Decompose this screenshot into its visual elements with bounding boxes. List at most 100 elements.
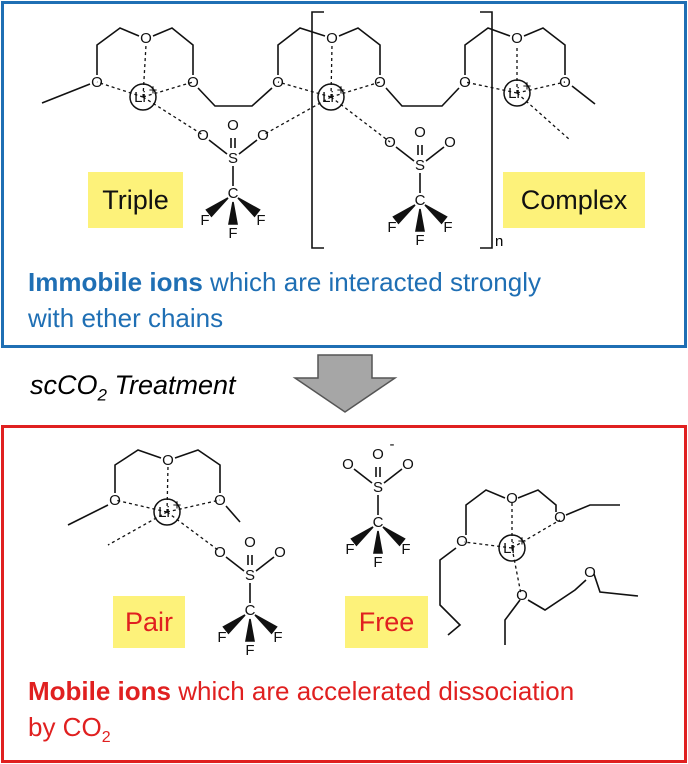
lithium-ion: Li	[158, 504, 170, 521]
treatment-text: scCO	[30, 370, 98, 400]
wedge-bond	[350, 526, 374, 547]
charge-minus: -	[390, 436, 395, 453]
carbon-atom: C	[245, 602, 256, 619]
wedge-bond	[382, 526, 406, 547]
oxygen-atom: O	[456, 533, 468, 550]
fluorine-atom: F	[387, 219, 396, 236]
charge-plus: +	[173, 497, 182, 514]
oxygen-atom: O	[214, 492, 226, 509]
bond	[383, 468, 403, 484]
wedge-bond	[205, 197, 229, 218]
bond	[238, 139, 258, 155]
sulfur-atom: S	[245, 567, 255, 584]
lithium-ion: Li	[508, 85, 520, 102]
charge-plus: +	[523, 78, 532, 95]
label-triple: Triple	[88, 172, 183, 228]
repeat-subscript: n	[495, 233, 503, 250]
oxygen-atom: O	[214, 544, 226, 561]
label-free: Free	[345, 596, 428, 648]
oxygen-atom: O	[140, 30, 152, 47]
treatment-sub: 2	[97, 385, 107, 405]
oxygen-atom: O	[459, 74, 471, 91]
oxygen-atom: O	[244, 534, 256, 551]
oxygen-atom: O	[506, 490, 518, 507]
label-complex: Complex	[503, 172, 645, 228]
caption-bold: Immobile ions	[28, 267, 203, 297]
oxygen-atom: O	[162, 452, 174, 469]
oxygen-atom: O	[274, 544, 286, 561]
fluorine-atom: F	[443, 219, 452, 236]
fluorine-atom: F	[401, 541, 410, 558]
oxygen-atom: O	[372, 446, 384, 463]
carbon-atom: C	[415, 192, 426, 209]
oxygen-atom: O	[444, 134, 456, 151]
bond	[225, 556, 245, 572]
caption-text: which are accelerated dissociation	[171, 676, 575, 706]
oxygen-atom: O	[326, 30, 338, 47]
oxygen-atom: O	[342, 456, 354, 473]
oxygen-atom: O	[197, 127, 209, 144]
carbon-atom: C	[373, 514, 384, 531]
wedge-bond	[415, 208, 425, 232]
fluorine-atom: F	[415, 232, 424, 249]
oxygen-atom: O	[384, 134, 396, 151]
caption-line2: with ether chains	[28, 303, 224, 333]
fluorine-atom: F	[217, 629, 226, 646]
wedge-bond	[254, 614, 278, 635]
oxygen-atom: O	[109, 492, 121, 509]
oxygen-atom: O	[414, 124, 426, 141]
fluorine-atom: F	[345, 541, 354, 558]
wedge-bond	[237, 197, 261, 218]
immobile-ions-panel	[1, 1, 687, 348]
sulfur-atom: S	[415, 157, 425, 174]
oxygen-atom: O	[227, 117, 239, 134]
fluorine-atom: F	[245, 642, 254, 659]
charge-plus: +	[337, 82, 346, 99]
top-caption: Immobile ions which are interacted stron…	[28, 264, 541, 336]
li-circles	[129, 79, 531, 562]
bottom-caption: Mobile ions which are accelerated dissoc…	[28, 673, 574, 756]
oxygen-atom: O	[257, 127, 269, 144]
mobile-ions-panel	[1, 425, 687, 763]
fluorine-atom: F	[373, 554, 382, 571]
oxygen-atom: O	[187, 74, 199, 91]
oxygen-atom: O	[516, 587, 528, 604]
wedge-bond	[373, 530, 383, 554]
caption-line2: by CO	[28, 712, 102, 742]
wedge-bond	[245, 618, 255, 642]
wedge-bond	[228, 201, 238, 225]
fluorine-atom: F	[200, 212, 209, 229]
charge-plus: +	[518, 533, 527, 550]
fluorine-atom: F	[228, 225, 237, 242]
carbon-atom: C	[228, 185, 239, 202]
triflate-bonds	[205, 138, 448, 642]
bond	[353, 468, 373, 484]
lithium-ion: Li	[134, 89, 146, 106]
oxygen-atom: O	[511, 30, 523, 47]
wedge-bond	[424, 204, 448, 225]
lithium-ion: Li	[322, 89, 334, 106]
fluorine-atom: F	[273, 629, 282, 646]
bond	[425, 146, 445, 162]
oxygen-atom: O	[554, 509, 566, 526]
charge-plus: +	[149, 82, 158, 99]
lithium-ion: Li	[503, 540, 515, 557]
caption-text: which are interacted strongly	[202, 267, 541, 297]
caption-bold: Mobile ions	[28, 676, 171, 706]
wedge-bond	[222, 614, 246, 635]
oxygen-atom: O	[402, 456, 414, 473]
oxygen-atom: O	[91, 74, 103, 91]
oxygen-atom: O	[272, 74, 284, 91]
bond	[255, 556, 275, 572]
treatment-label: scCO2 Treatment	[30, 367, 236, 413]
wedge-bond	[392, 204, 416, 225]
fluorine-atom: F	[256, 212, 265, 229]
label-pair: Pair	[113, 596, 185, 648]
ether-chain-top	[41, 11, 639, 645]
down-arrow-icon	[292, 354, 398, 413]
caption-sub: 2	[101, 729, 111, 747]
oxygen-atom: O	[374, 74, 386, 91]
